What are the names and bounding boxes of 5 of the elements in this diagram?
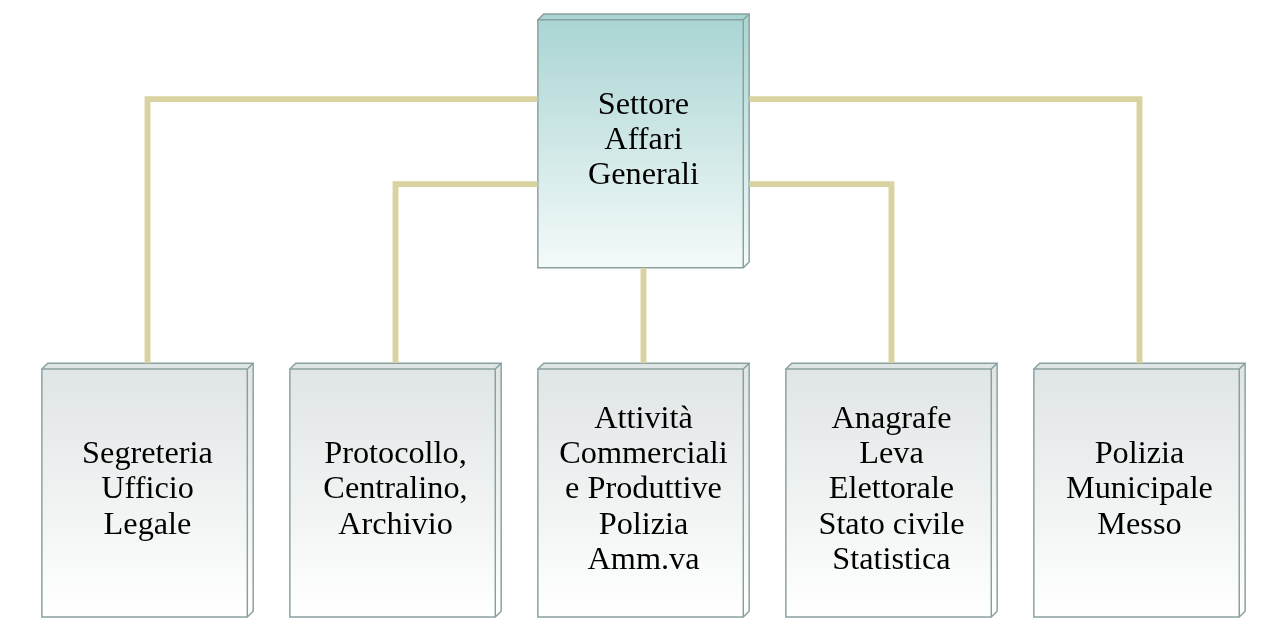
- connector: [748, 96, 1142, 364]
- connector: [748, 181, 894, 364]
- connector: [144, 96, 538, 364]
- connector: [392, 181, 538, 364]
- connector: [640, 267, 646, 364]
